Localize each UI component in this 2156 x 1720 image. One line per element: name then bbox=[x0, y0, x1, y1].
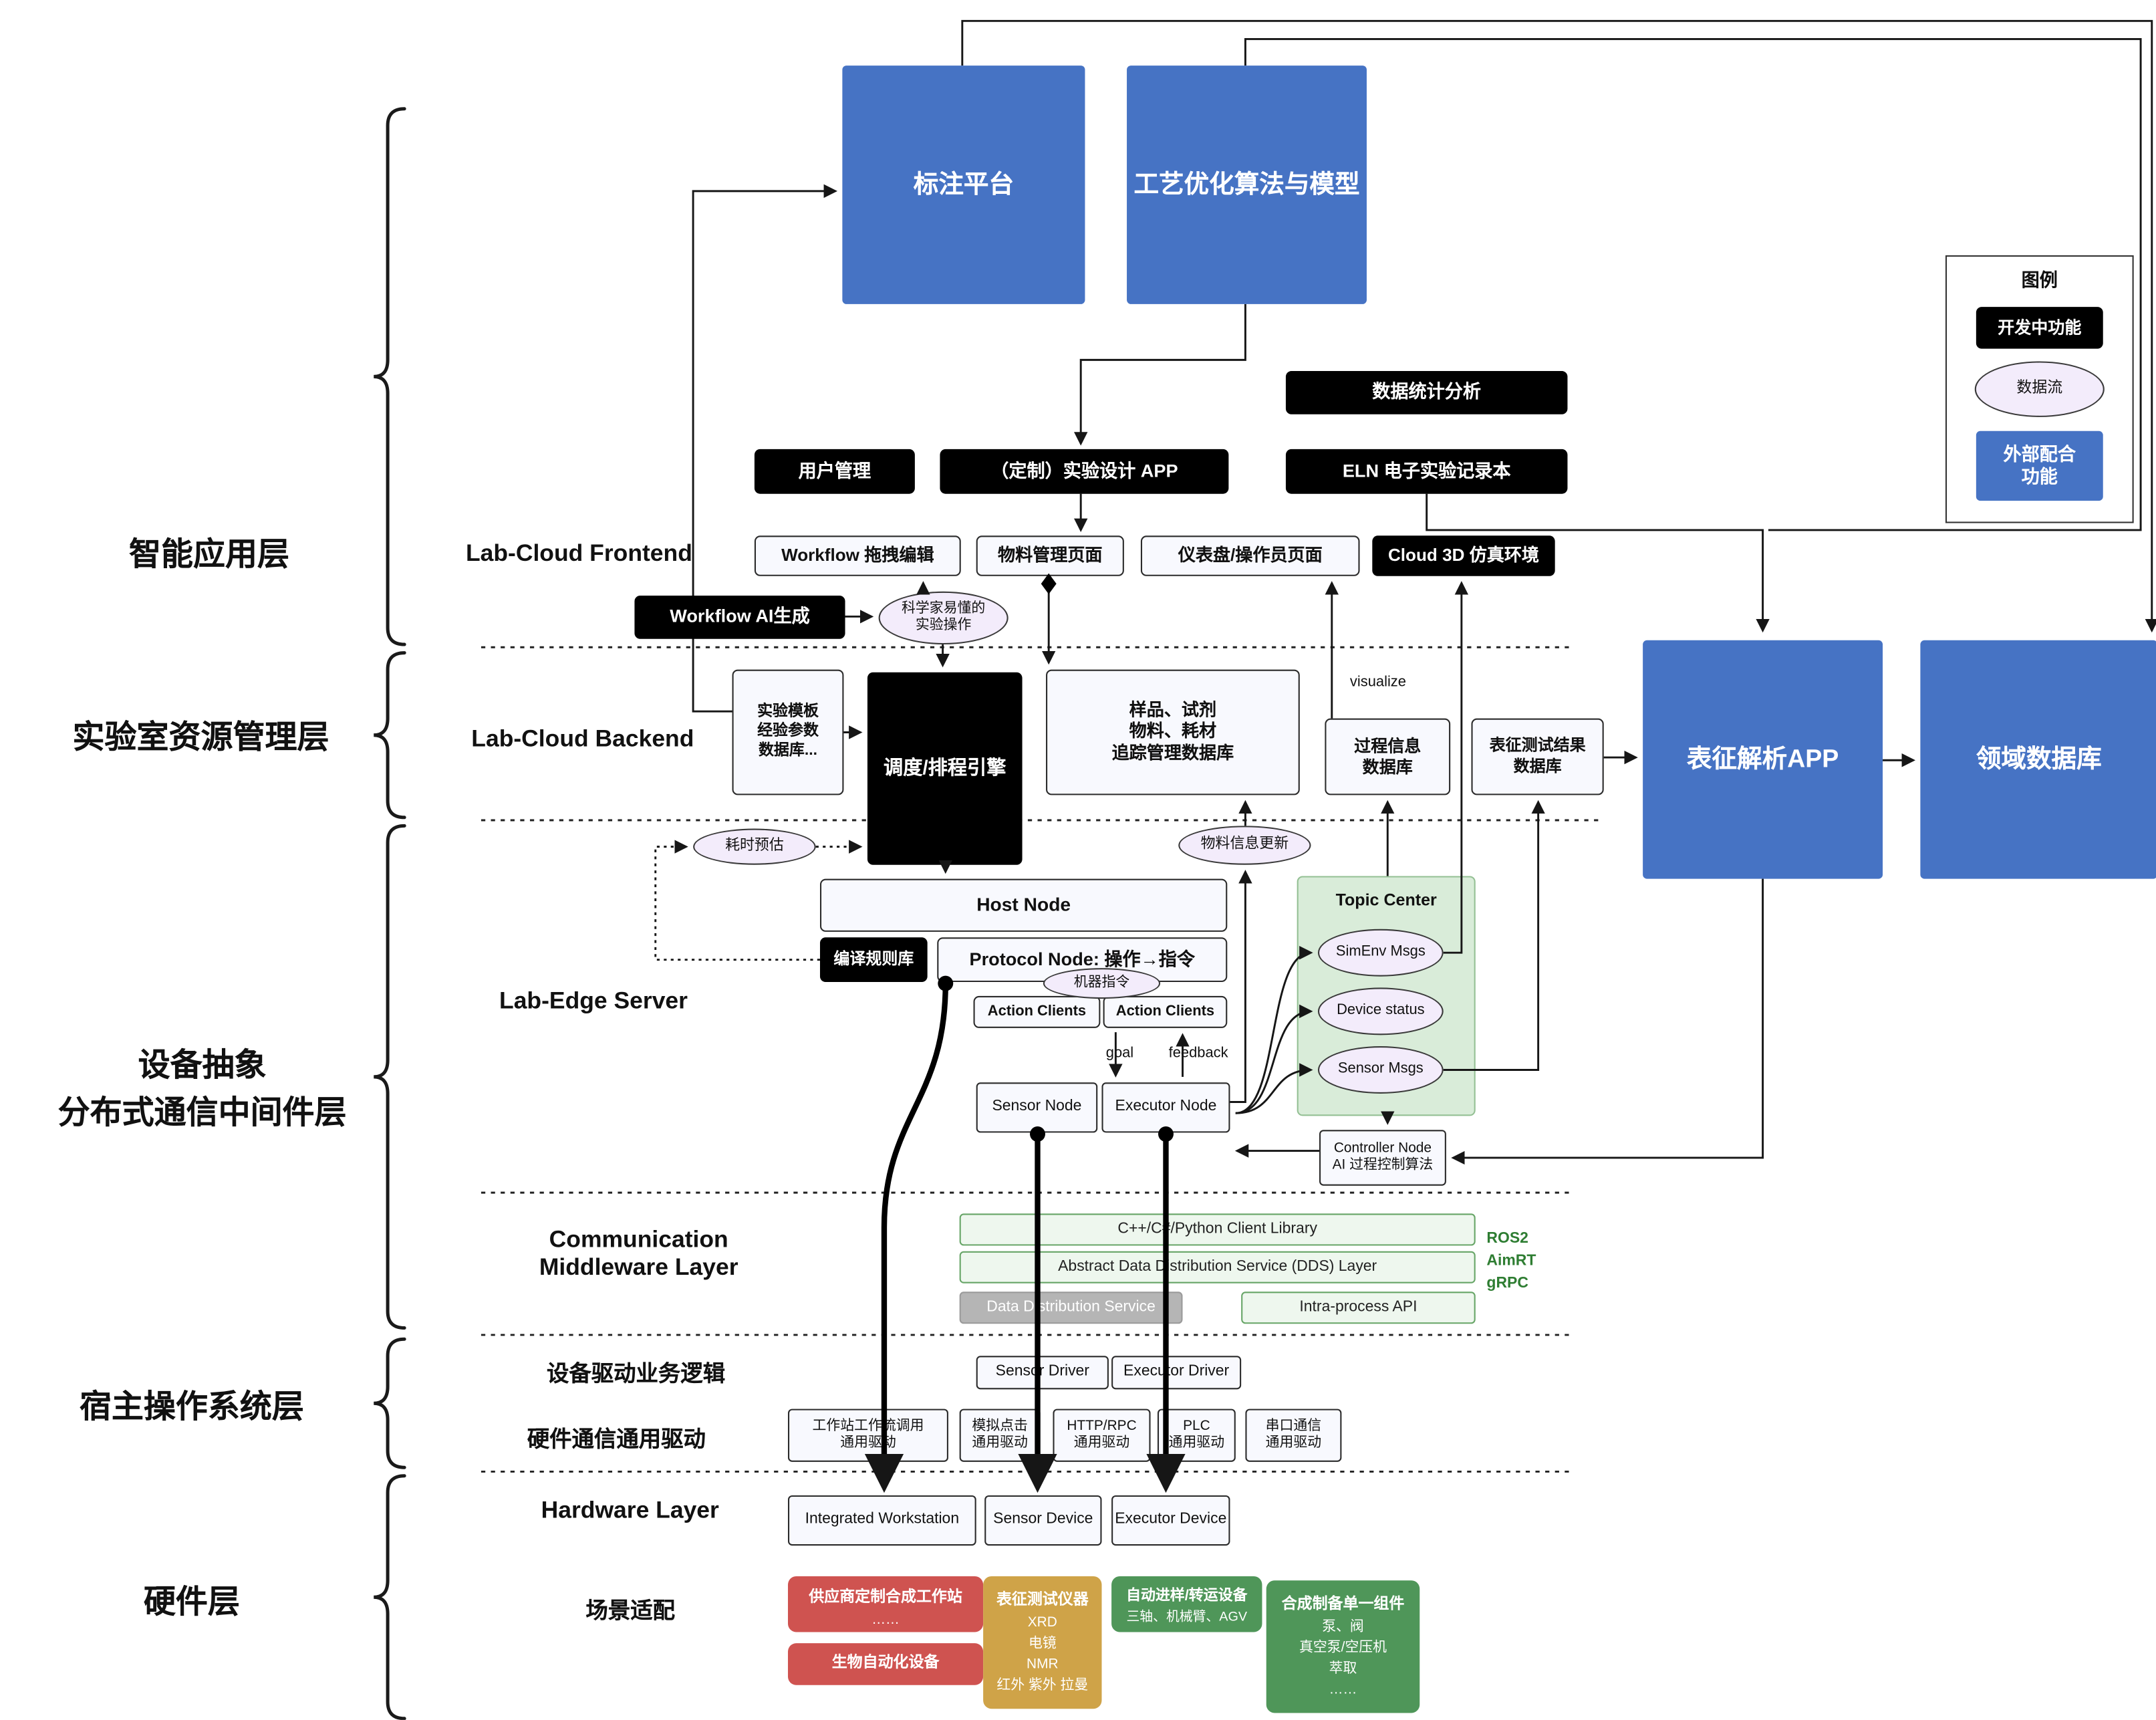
action-clients-box-1: Action Clients bbox=[973, 995, 1101, 1028]
click-driver-box: 模拟点击 通用驱动 bbox=[959, 1408, 1041, 1462]
sample-tracking-db-box: 样品、试剂 物料、耗材 追踪管理数据库 bbox=[1046, 669, 1300, 795]
characterization-instruments-body: XRD 电镜 NMR 红外 紫外 拉曼 bbox=[996, 1615, 1089, 1694]
user-management-box: 用户管理 bbox=[754, 449, 915, 494]
scheduler-box: 调度/排程引擎 bbox=[867, 672, 1023, 865]
characterization-result-db-box: 表征测试结果 数据库 bbox=[1471, 718, 1604, 795]
executor-driver-box: Executor Driver bbox=[1111, 1356, 1242, 1390]
material-page-box: 物料管理页面 bbox=[976, 535, 1124, 576]
process-info-db-box: 过程信息 数据库 bbox=[1325, 718, 1451, 795]
compile-rules-box: 编译规则库 bbox=[819, 937, 928, 983]
characterization-app-box: 表征解析APP bbox=[1643, 640, 1883, 879]
time-estimate-oval: 耗时预估 bbox=[693, 828, 816, 865]
side-label-hardware-layer: 硬件层 bbox=[143, 1583, 240, 1620]
section-label-edge-server: Lab-Edge Server bbox=[499, 987, 688, 1015]
action-clients-box-2: Action Clients bbox=[1103, 995, 1228, 1028]
section-label-hw-driver: 硬件通信通用驱动 bbox=[527, 1428, 706, 1453]
workflow-ai-box: Workflow AI生成 bbox=[634, 596, 845, 639]
plc-driver-box: PLC 通用驱动 bbox=[1157, 1408, 1236, 1462]
feedback-label: feedback bbox=[1168, 1044, 1228, 1062]
machine-command-oval: 机器指令 bbox=[1043, 968, 1161, 999]
integrated-workstation-box: Integrated Workstation bbox=[787, 1495, 976, 1546]
workstation-driver-box: 工作站工作流调用 通用驱动 bbox=[787, 1408, 948, 1462]
section-label-frontend: Lab-Cloud Frontend bbox=[465, 539, 692, 567]
section-label-backend: Lab-Cloud Backend bbox=[471, 725, 694, 752]
synthesis-components-body: 泵、阀 真空泵/空压机 萃取 …… bbox=[1299, 1619, 1387, 1698]
visualize-label: visualize bbox=[1349, 673, 1406, 691]
section-label-hardware: Hardware Layer bbox=[541, 1497, 719, 1523]
dds-layer-bar: Abstract Data Distribution Service (DDS)… bbox=[959, 1251, 1476, 1283]
dashboard-page-box: 仪表盘/操作员页面 bbox=[1140, 535, 1360, 576]
transfer-equipment-title: 自动进样/转运设备 bbox=[1126, 1587, 1248, 1604]
transfer-equipment-box: 自动进样/转运设备 三轴、机械臂、AGV bbox=[1111, 1576, 1262, 1632]
scientist-operations-oval: 科学家易懂的 实验操作 bbox=[878, 591, 1008, 645]
annotation-platform-box: 标注平台 bbox=[842, 66, 1085, 304]
topic-center-title: Topic Center bbox=[1335, 889, 1437, 909]
section-label-driver-logic: 设备驱动业务逻辑 bbox=[546, 1362, 726, 1387]
cloud3d-box: Cloud 3D 仿真环境 bbox=[1372, 535, 1555, 576]
characterization-instruments-box: 表征测试仪器 XRD 电镜 NMR 红外 紫外 拉曼 bbox=[983, 1576, 1102, 1709]
process-optimization-box: 工艺优化算法与模型 bbox=[1127, 66, 1367, 304]
side-label-middleware-layer: 设备抽象 分布式通信中间件层 bbox=[57, 1046, 347, 1130]
side-label-resource-layer: 实验室资源管理层 bbox=[72, 718, 329, 755]
bio-automation-box: 生物自动化设备 bbox=[787, 1643, 984, 1685]
section-label-scenario: 场景适配 bbox=[585, 1600, 675, 1624]
sensor-msgs-oval: Sensor Msgs bbox=[1317, 1046, 1444, 1094]
goal-label: goal bbox=[1105, 1044, 1134, 1062]
legend-developing-box: 开发中功能 bbox=[1976, 307, 2103, 349]
legend-title: 图例 bbox=[2021, 269, 2058, 290]
vendor-workstation-box: 供应商定制合成工作站 …… bbox=[787, 1576, 984, 1632]
intra-process-api-bar: Intra-process API bbox=[1241, 1292, 1476, 1324]
section-label-comm-middleware: Communication Middleware Layer bbox=[539, 1226, 738, 1281]
side-label-os-layer: 宿主操作系统层 bbox=[79, 1388, 304, 1425]
diamond-connector bbox=[1041, 573, 1057, 594]
executor-device-box: Executor Device bbox=[1111, 1495, 1230, 1546]
http-rpc-driver-box: HTTP/RPC 通用驱动 bbox=[1053, 1408, 1151, 1462]
material-update-oval: 物料信息更新 bbox=[1178, 826, 1311, 865]
side-label-app-layer: 智能应用层 bbox=[129, 535, 289, 572]
synthesis-components-box: 合成制备单一组件 泵、阀 真空泵/空压机 萃取 …… bbox=[1266, 1580, 1420, 1713]
sensor-driver-box: Sensor Driver bbox=[976, 1356, 1109, 1390]
sensor-device-box: Sensor Device bbox=[984, 1495, 1102, 1546]
characterization-instruments-title: 表征测试仪器 bbox=[996, 1591, 1089, 1608]
legend-panel: 图例 开发中功能 数据流 外部配合 功能 bbox=[1945, 255, 2134, 523]
device-status-oval: Device status bbox=[1317, 987, 1444, 1035]
grpc-label: gRPC bbox=[1486, 1274, 1528, 1292]
vendor-workstation-body: …… bbox=[871, 1612, 900, 1628]
custom-experiment-app-box: （定制）实验设计 APP bbox=[940, 449, 1229, 494]
serial-driver-box: 串口通信 通用驱动 bbox=[1245, 1408, 1342, 1462]
aimrt-label: AimRT bbox=[1486, 1252, 1536, 1269]
template-db-box: 实验模板 经验参数 数据库... bbox=[732, 669, 844, 795]
dds-service-bar: Data Distribution Service bbox=[959, 1292, 1183, 1324]
controller-node-box: Controller Node AI 过程控制算法 bbox=[1319, 1130, 1446, 1186]
layer-braces bbox=[374, 107, 406, 1720]
legend-dataflow-oval: 数据流 bbox=[1974, 361, 2105, 417]
ros2-label: ROS2 bbox=[1486, 1230, 1528, 1247]
sensor-node-box: Sensor Node bbox=[976, 1082, 1098, 1133]
executor-node-box: Executor Node bbox=[1101, 1082, 1230, 1133]
host-node-box: Host Node bbox=[819, 878, 1228, 932]
workflow-editor-box: Workflow 拖拽编辑 bbox=[754, 535, 961, 576]
data-statistics-box: 数据统计分析 bbox=[1285, 371, 1568, 414]
legend-external-box: 外部配合 功能 bbox=[1976, 431, 2103, 501]
vendor-workstation-title: 供应商定制合成工作站 bbox=[809, 1588, 962, 1606]
protocol-stack-labels: ROS2 AimRT gRPC bbox=[1486, 1229, 1570, 1302]
domain-db-box: 领域数据库 bbox=[1920, 640, 2156, 879]
client-library-bar: C++/C#/Python Client Library bbox=[959, 1213, 1476, 1246]
simenv-msgs-oval: SimEnv Msgs bbox=[1317, 929, 1444, 977]
transfer-equipment-body: 三轴、机械臂、AGV bbox=[1126, 1610, 1248, 1626]
eln-box: ELN 电子实验记录本 bbox=[1285, 449, 1568, 494]
synthesis-components-title: 合成制备单一组件 bbox=[1281, 1596, 1405, 1613]
